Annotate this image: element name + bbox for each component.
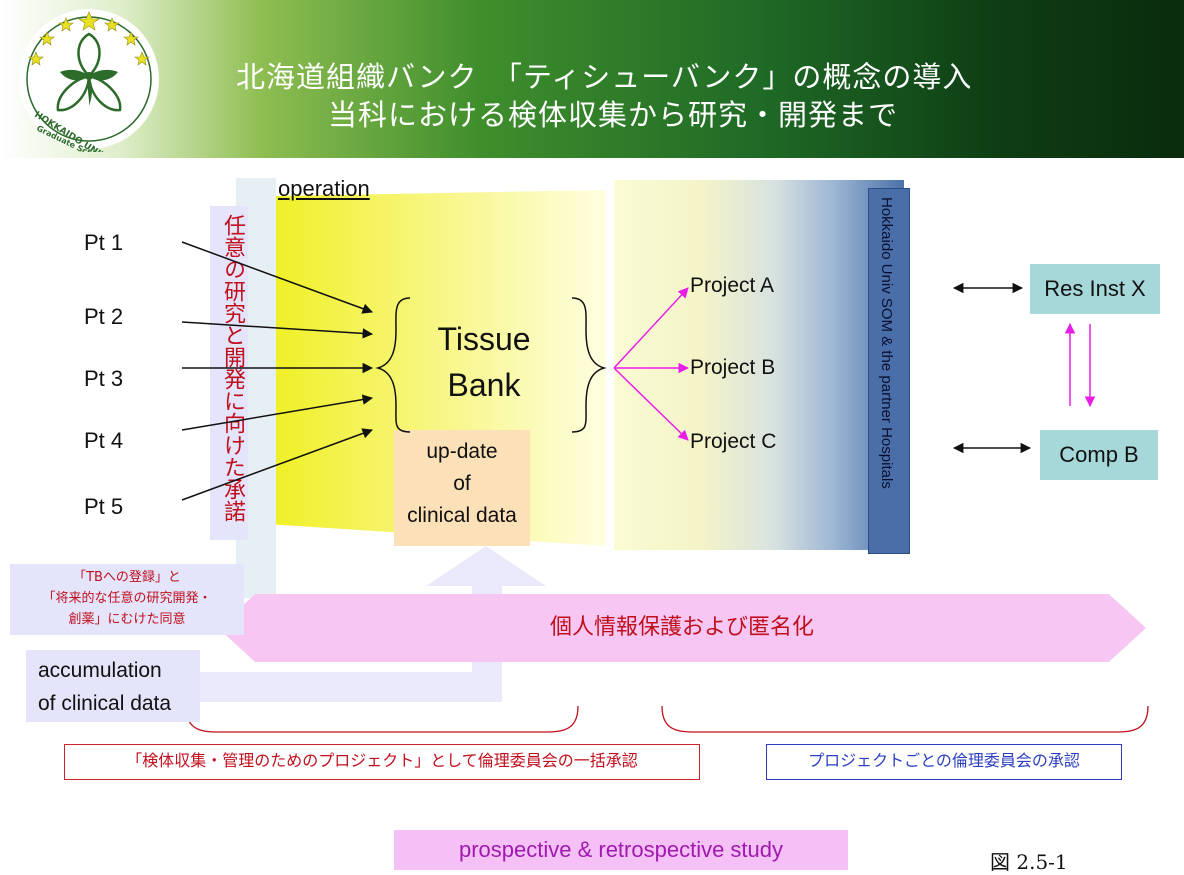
arrow-pt1 xyxy=(181,241,373,314)
tissue-bank-label: Tissue Bank xyxy=(406,316,562,408)
arrow-project-c xyxy=(613,367,689,441)
comp-box: Comp B xyxy=(1040,430,1158,480)
accumulation-line1: accumulation xyxy=(38,659,162,682)
hokudai-label: Hokkaido Univ SOM & the partner Hospital… xyxy=(878,197,895,489)
bracket-left xyxy=(185,705,579,733)
project-b: Project B xyxy=(690,356,776,379)
agreement-box: 「TBへの登録」と 「将来的な任意の研究開発・ 創薬」にむけた同意 xyxy=(10,564,244,635)
hokudai-box: Hokkaido Univ SOM & the partner Hospital… xyxy=(868,188,910,554)
accumulation-box: accumulation of clinical data xyxy=(26,650,200,722)
accumulation-line2: of clinical data xyxy=(38,692,172,715)
header-title-line1: 北海道組織バンク 「ティシューバンク」の概念の導入 xyxy=(236,60,973,94)
update-line1: up-date xyxy=(426,440,498,463)
arrow-pt2 xyxy=(181,321,374,339)
agreement-line2: 「将来的な任意の研究開発・ xyxy=(42,591,212,606)
left-brace xyxy=(375,297,411,433)
operation-label: operation xyxy=(278,176,370,201)
ethics-each-approval: プロジェクトごとの倫理委員会の承認 xyxy=(766,744,1122,780)
update-line2: of xyxy=(453,472,471,495)
accumulation-connector xyxy=(198,672,502,702)
ethics-bulk-approval: 「検体収集・管理のためのプロジェクト」として倫理委員会の一括承認 xyxy=(64,744,700,780)
study-label: prospective & retrospective study xyxy=(394,830,848,870)
tissue-bank-line1: Tissue xyxy=(437,321,531,357)
projects-band xyxy=(614,180,904,550)
arrow-project-a xyxy=(613,287,689,369)
patient-5: Pt 5 xyxy=(84,494,124,519)
figure-label: 図 2.5-1 xyxy=(990,850,1068,874)
update-clinical-box: up-date of clinical data xyxy=(394,430,530,546)
university-logo: HOKKAIDO UNIVERSITY Graduate School of M… xyxy=(19,9,159,152)
header-title-line2: 当科における検体収集から研究・開発まで xyxy=(328,98,899,132)
patient-3: Pt 3 xyxy=(84,366,124,391)
patient-2: Pt 2 xyxy=(84,304,124,329)
arrow-pt4 xyxy=(181,394,374,431)
header-banner: HOKKAIDO UNIVERSITY Graduate School of M… xyxy=(0,0,1184,158)
update-line3: clinical data xyxy=(407,504,517,527)
project-c: Project C xyxy=(690,430,777,453)
privacy-banner-text: 個人情報保護および匿名化 xyxy=(549,615,814,640)
arrow-pt5 xyxy=(181,428,373,501)
patient-1: Pt 1 xyxy=(84,230,124,255)
patient-4: Pt 4 xyxy=(84,428,124,453)
agreement-line1: 「TBへの登録」と xyxy=(73,570,181,585)
project-a: Project A xyxy=(690,274,775,297)
res-inst-box: Res Inst X xyxy=(1030,264,1160,314)
agreement-line3: 創薬」にむけた同意 xyxy=(68,612,186,627)
bracket-right xyxy=(661,705,1149,733)
privacy-banner: 個人情報保護および匿名化 xyxy=(218,594,1146,662)
right-brace xyxy=(571,297,607,433)
tissue-bank-line2: Bank xyxy=(447,367,521,403)
